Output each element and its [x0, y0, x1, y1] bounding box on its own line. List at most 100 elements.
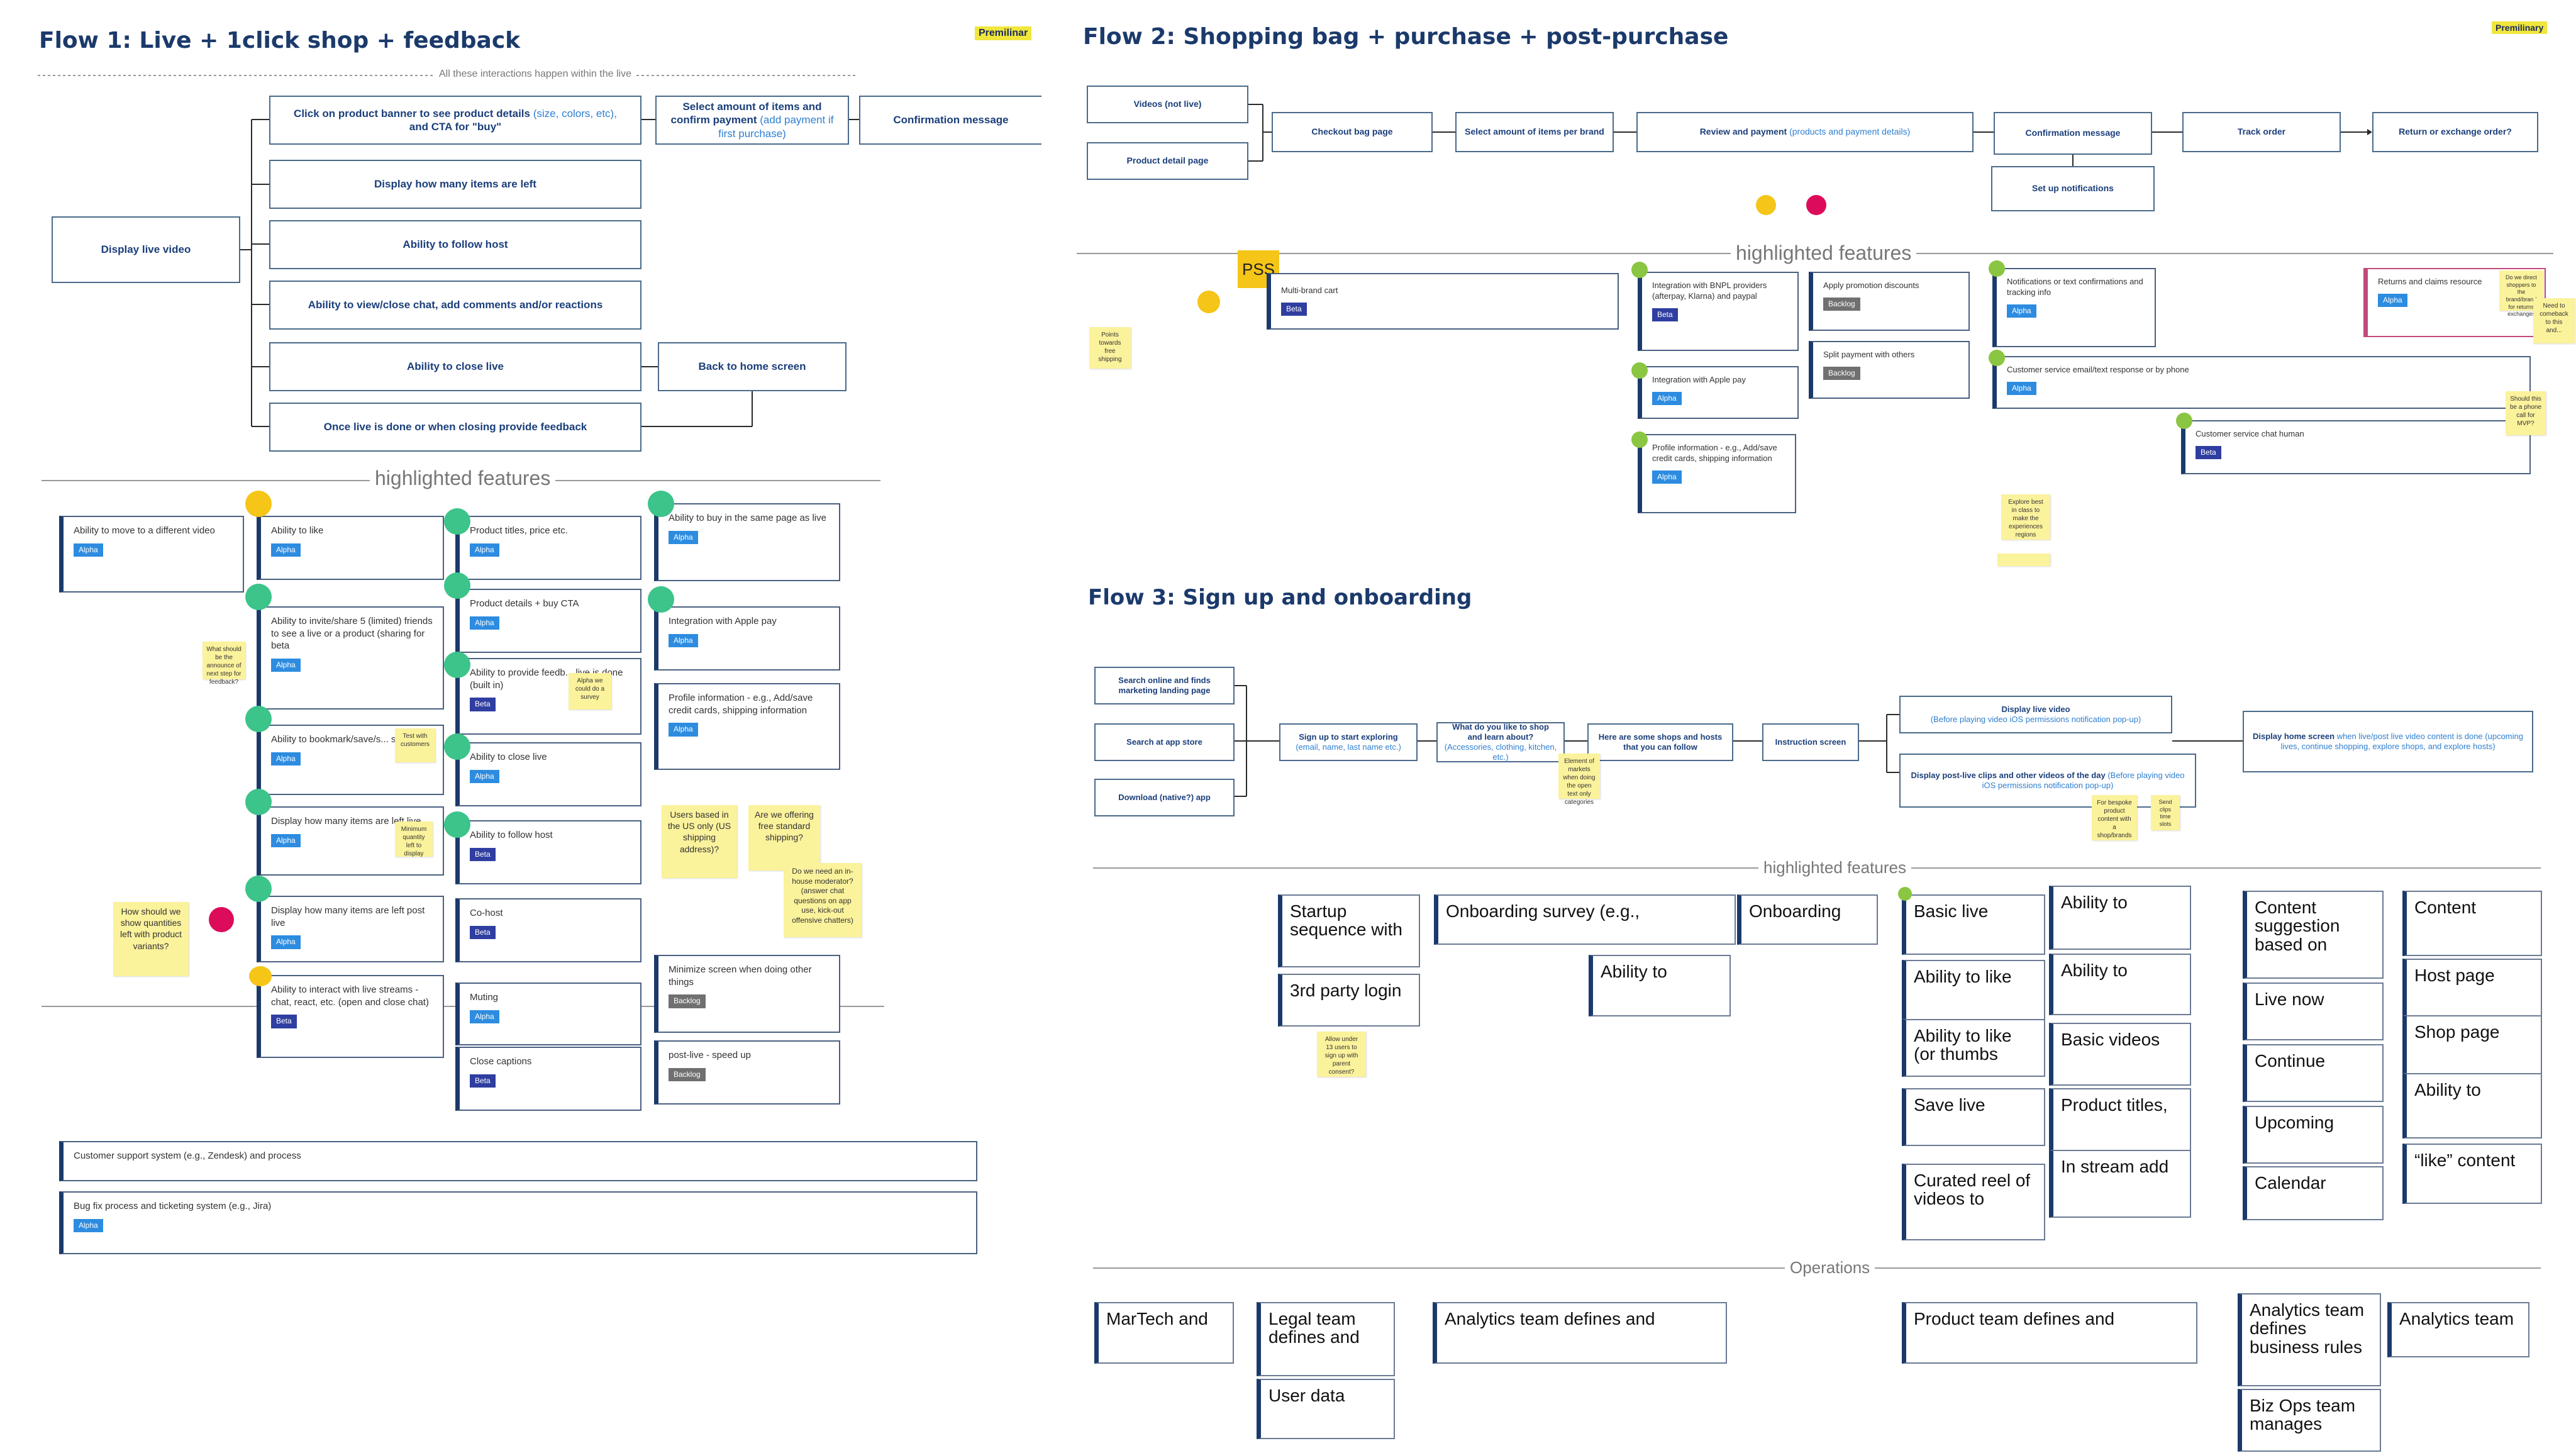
flow3-display-live-video[interactable]: Display live video(Before playing video … — [1899, 696, 2172, 733]
operations-card[interactable]: Analytics team — [2387, 1302, 2529, 1357]
flow3-display-post-live-clips[interactable]: Display post-live clips and other videos… — [1899, 754, 2196, 808]
flow3-feature-card[interactable]: “like” content — [2402, 1144, 2542, 1204]
flow1-feature-card[interactable]: Ability to provide feedb... live is done… — [455, 658, 641, 735]
sticky-note[interactable]: Should this be a phone call for MVP? — [2506, 391, 2546, 435]
flow1-bug-fix-process[interactable]: Bug fix process and ticketing system (e.… — [59, 1191, 977, 1254]
flow1-follow-host[interactable]: Ability to follow host — [269, 220, 641, 269]
flow2-feature-card[interactable]: Customer service email/text response or … — [1992, 356, 2531, 409]
flow2-set-up-notifications[interactable]: Set up notifications — [1991, 166, 2155, 211]
operations-card[interactable]: Product team defines and — [1902, 1302, 2197, 1364]
flow3-instruction-screen[interactable]: Instruction screen — [1762, 723, 1859, 761]
operations-card[interactable]: User data — [1257, 1379, 1395, 1439]
flow1-back-home-screen[interactable]: Back to home screen — [658, 342, 847, 391]
flow3-feature-card[interactable]: Onboarding survey (e.g., — [1434, 894, 1736, 945]
flow2-feature-card[interactable]: Integration with BNPL providers (afterpa… — [1638, 272, 1799, 351]
flow2-product-detail-page[interactable]: Product detail page — [1087, 142, 1248, 180]
flow1-select-amount[interactable]: Select amount of items and confirm payme… — [655, 96, 849, 145]
flow1-close-live[interactable]: Ability to close live — [269, 342, 641, 391]
flow1-feature-card[interactable]: Profile information - e.g., Add/save cre… — [654, 683, 840, 770]
sticky-note[interactable]: Minimum quantity left to display — [395, 821, 433, 857]
flow2-review-and-payment[interactable]: Review and payment (products and payment… — [1636, 112, 1974, 152]
flow2-confirmation-message[interactable]: Confirmation message — [1994, 112, 2152, 155]
flow3-feature-card[interactable]: Startup sequence with — [1278, 894, 1420, 967]
flow3-feature-card[interactable]: Ability to like (or thumbs — [1902, 1019, 2045, 1077]
operations-card[interactable]: Analytics team defines business rules — [2238, 1293, 2381, 1386]
flow3-feature-card[interactable]: Content — [2402, 891, 2542, 956]
sticky-note[interactable]: How should we show quantities left with … — [113, 902, 189, 976]
sticky-note-partial[interactable] — [1997, 554, 2050, 566]
operations-card[interactable]: Legal team defines and — [1257, 1302, 1395, 1376]
flow3-feature-card[interactable]: Ability to — [2402, 1073, 2542, 1138]
flow3-feature-card[interactable]: In stream add — [2049, 1150, 2191, 1218]
sticky-note[interactable]: Alpha we could do a survey — [569, 673, 611, 710]
flow2-feature-card[interactable]: Profile information - e.g., Add/save cre… — [1638, 434, 1796, 513]
flow2-return-or-exchange[interactable]: Return or exchange order? — [2372, 112, 2538, 152]
flow3-shops-and-hosts[interactable]: Here are some shops and hosts that you c… — [1587, 723, 1733, 761]
flow3-feature-card[interactable]: Shop page — [2402, 1015, 2542, 1074]
flow3-feature-card[interactable]: 3rd party login — [1278, 974, 1420, 1027]
flow2-checkout-bag-page[interactable]: Checkout bag page — [1272, 112, 1433, 152]
flow2-track-order[interactable]: Track order — [2182, 112, 2341, 152]
flow1-customer-support[interactable]: Customer support system (e.g., Zendesk) … — [59, 1141, 977, 1181]
flow3-feature-card[interactable]: Upcoming — [2243, 1106, 2384, 1164]
flow3-feature-card[interactable]: Live now — [2243, 983, 2384, 1040]
flow3-display-home-screen[interactable]: Display home screen when live/post live … — [2243, 711, 2533, 772]
sticky-note[interactable]: What should be the announce of next step… — [203, 642, 245, 686]
sticky-note[interactable]: Points towards free shipping — [1089, 327, 1131, 369]
sticky-note[interactable]: Send clips time slots — [2151, 795, 2180, 830]
sticky-note[interactable]: Element of markets when doing the open t… — [1558, 754, 1600, 806]
flow1-confirmation-message[interactable]: Confirmation message — [859, 96, 1041, 145]
sticky-note[interactable]: Do we need an in-house moderator? (answe… — [784, 863, 862, 937]
sticky-note[interactable]: Explore best in class to make the experi… — [2001, 494, 2050, 540]
flow3-what-do-you-like[interactable]: What do you like to shop and learn about… — [1436, 722, 1565, 762]
flow1-view-close-chat[interactable]: Ability to view/close chat, add comments… — [269, 281, 641, 330]
flow3-feature-card[interactable]: Calendar — [2243, 1166, 2384, 1220]
sticky-note[interactable]: For bespoke product content with a shop/… — [2092, 795, 2137, 840]
flow3-download-app[interactable]: Download (native?) app — [1094, 779, 1235, 816]
sticky-note[interactable]: Users based in the US only (US shipping … — [662, 805, 737, 878]
flow2-feature-card[interactable]: Notifications or text confirmations and … — [1992, 268, 2156, 347]
flow3-feature-card[interactable]: Ability to — [1589, 955, 1731, 1016]
flow1-provide-feedback[interactable]: Once live is done or when closing provid… — [269, 403, 641, 452]
flow3-search-online[interactable]: Search online and finds marketing landin… — [1094, 667, 1235, 704]
flow3-feature-card[interactable]: Curated reel of videos to — [1902, 1164, 2045, 1240]
flow3-feature-card[interactable]: Basic videos — [2049, 1023, 2191, 1086]
flow3-feature-card[interactable]: Ability to like — [1902, 960, 2045, 1020]
sticky-note[interactable]: Test with customers — [395, 728, 435, 762]
flow1-feature-card[interactable]: Product titles, price etc.Alpha — [455, 516, 641, 580]
sticky-note[interactable]: Are we offering free standard shipping? — [748, 805, 820, 871]
flow3-feature-card[interactable]: Onboarding — [1737, 894, 1878, 945]
flow2-videos-not-live[interactable]: Videos (not live) — [1087, 86, 1248, 123]
flow2-select-amount-per-brand[interactable]: Select amount of items per brand — [1455, 112, 1614, 152]
flow1-click-product-banner[interactable]: Click on product banner to see product d… — [269, 96, 641, 145]
operations-card[interactable]: Analytics team defines and — [1433, 1302, 1727, 1364]
sticky-note[interactable]: Need to comeback to this and... — [2533, 298, 2575, 343]
flow3-feature-card[interactable]: Host page — [2402, 959, 2542, 1024]
flow3-feature-card[interactable]: Ability to — [2049, 886, 2191, 950]
flow3-feature-card[interactable]: Content suggestion based on — [2243, 891, 2384, 979]
flow3-feature-card[interactable]: Product titles, — [2049, 1088, 2191, 1155]
sticky-note[interactable]: Allow under 13 users to sign up with par… — [1317, 1032, 1366, 1077]
operations-card[interactable]: MarTech and — [1094, 1302, 1234, 1364]
flow3-feature-card[interactable]: Save live — [1902, 1088, 2045, 1146]
flow3-feature-card[interactable]: Continue — [2243, 1044, 2384, 1102]
flow3-feature-card[interactable]: Ability to — [2049, 954, 2191, 1015]
flow1-display-items-left[interactable]: Display how many items are left — [269, 160, 641, 209]
operations-card[interactable]: Biz Ops team manages — [2238, 1389, 2381, 1452]
flow1-feature-card[interactable]: Ability to invite/share 5 (limited) frie… — [257, 606, 444, 710]
